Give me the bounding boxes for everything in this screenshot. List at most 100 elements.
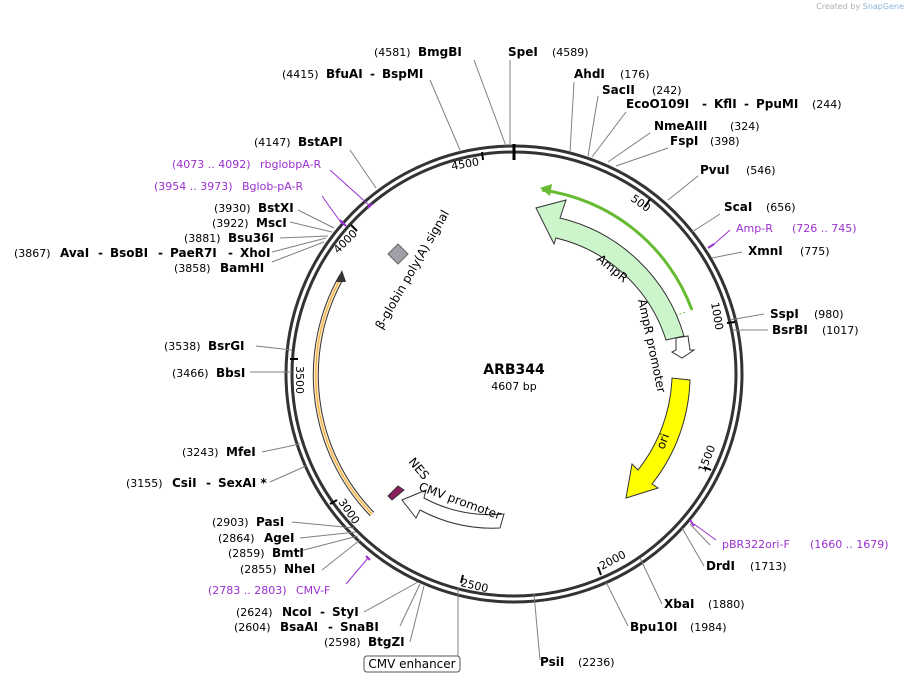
nhei-pos: (2855)	[240, 563, 277, 576]
tick-500: 500	[628, 192, 653, 215]
avai-sep1: -	[98, 246, 103, 260]
paer7i-name: PaeR7I	[170, 246, 217, 260]
ampr-promoter-arrow	[670, 335, 696, 359]
btgzi-pos: (2598)	[324, 636, 361, 649]
bglobin-label: β-globin poly(A) signal	[372, 208, 452, 332]
ampr-line	[541, 188, 694, 311]
snabi-name: SnaBI	[340, 620, 379, 634]
ori-label: ori	[654, 432, 672, 451]
nes-label: NES	[406, 455, 432, 483]
pbr-primer-range: (1660 .. 1679)	[810, 538, 889, 551]
bsrbi-name: BsrBI	[772, 323, 808, 337]
ncoi-pos: (2624)	[236, 606, 273, 619]
styi-name: StyI	[332, 605, 359, 619]
scale-ticks	[290, 151, 736, 584]
ncoi-sep: -	[320, 605, 325, 619]
pasi-name: PasI	[256, 515, 284, 529]
sspi-name: SspI	[770, 307, 799, 321]
agei-name: AgeI	[264, 531, 294, 545]
tick-2000: 2000	[597, 548, 628, 573]
bspmi-name: BspMI	[382, 67, 423, 81]
msci-pos: (3922)	[212, 217, 249, 230]
msci-name: MscI	[256, 216, 287, 230]
ampr-primer-name: Amp-R	[736, 222, 773, 235]
bsrgi-pos: (3538)	[164, 340, 201, 353]
eco0109i-sep1: -	[702, 97, 707, 111]
bsaai-sep: -	[328, 620, 333, 634]
sacii-pos: (242)	[652, 84, 682, 97]
avai-sep3: -	[228, 246, 233, 260]
tick-3500: 3500	[293, 366, 306, 394]
pvui-pos: (546)	[746, 164, 776, 177]
leader-lines	[250, 59, 768, 661]
spei-name: SpeI	[508, 45, 538, 59]
xhoi-name: XhoI	[240, 246, 271, 260]
bsu36i-name: Bsu36I	[228, 231, 274, 245]
bstxi-pos: (3930)	[214, 202, 251, 215]
rbglob-primer-range: (4073 .. 4092)	[172, 158, 251, 171]
ampr-arrow	[535, 199, 685, 341]
bsrbi-pos: (1017)	[822, 324, 859, 337]
bstxi-name: BstXI	[258, 201, 294, 215]
nmeaiii-name: NmeAIII	[654, 119, 707, 133]
ppumi-name: PpuMI	[756, 97, 798, 111]
avai-pos: (3867)	[14, 247, 51, 260]
sspi-pos: (980)	[814, 308, 844, 321]
scai-name: ScaI	[724, 200, 752, 214]
ori-arrow	[625, 377, 691, 499]
nhei-name: NheI	[284, 562, 315, 576]
ampr-line-arrow	[540, 184, 552, 196]
enzyme-labels: (4581) BmgBI SpeI (4589) (4415) BfuAI - …	[14, 45, 859, 669]
orf-arc-arrow	[336, 270, 346, 282]
mfei-name: MfeI	[226, 445, 256, 459]
pasi-pos: (2903)	[212, 516, 249, 529]
btgzi-name: BtgZI	[368, 635, 405, 649]
bglob-primer-range: (3954 .. 3973)	[154, 180, 233, 193]
csii-sep: -	[206, 476, 211, 490]
scai-pos: (656)	[766, 201, 796, 214]
cmv-promoter-arrow	[401, 489, 505, 529]
sacii-name: SacII	[602, 83, 635, 97]
snapgene-logo: SnapGene	[862, 2, 904, 11]
bmti-name: BmtI	[272, 546, 304, 560]
cmv-enhancer-label: CMV enhancer	[368, 657, 455, 671]
bmti-pos: (2859)	[228, 547, 265, 560]
bfuai-name: BfuAI	[326, 67, 363, 81]
plasmid-name: ARB344	[483, 362, 545, 378]
drdi-name: DrdI	[706, 559, 735, 573]
bsu36i-pos: (3881)	[184, 232, 221, 245]
ahdi-name: AhdI	[574, 67, 605, 81]
bbsi-pos: (3466)	[172, 367, 209, 380]
bglobin-polya-marker	[387, 243, 409, 265]
ampr-line-dots	[667, 311, 687, 319]
bfuai-sep: -	[370, 67, 375, 81]
bamhi-name: BamHI	[220, 261, 264, 275]
xbai-pos: (1880)	[708, 598, 745, 611]
drdi-pos: (1713)	[750, 560, 787, 573]
pbr-primer-name: pBR322ori-F	[722, 538, 790, 551]
tick-2500: 2500	[459, 576, 489, 595]
avai-name: AvaI	[60, 246, 89, 260]
bpu10i-pos: (1984)	[690, 621, 727, 634]
agei-pos: (2864)	[218, 532, 255, 545]
bmgbi-name: BmgBI	[418, 45, 462, 59]
csii-name: CsiI	[172, 476, 197, 490]
bsrgi-name: BsrGI	[208, 339, 245, 353]
ncoi-name: NcoI	[282, 605, 312, 619]
csii-pos: (3155)	[126, 477, 163, 490]
nmeaiii-pos: (324)	[730, 120, 760, 133]
spei-pos: (4589)	[552, 46, 589, 59]
xmni-pos: (775)	[800, 245, 830, 258]
tick-4500: 4500	[450, 155, 480, 173]
primer-leaders	[321, 169, 731, 585]
avai-sep2: -	[158, 246, 163, 260]
cmv-enhancer-box	[363, 655, 461, 673]
cmvf-primer-name: CMV-F	[296, 584, 330, 597]
eco0109i-sep2: -	[744, 97, 749, 111]
bsobi-name: BsoBI	[110, 246, 148, 260]
tick-1000: 1000	[708, 301, 726, 331]
eco0109i-pos: (244)	[812, 98, 842, 111]
sexai-name: SexAI *	[218, 476, 267, 490]
kfli-name: KflI	[714, 97, 737, 111]
